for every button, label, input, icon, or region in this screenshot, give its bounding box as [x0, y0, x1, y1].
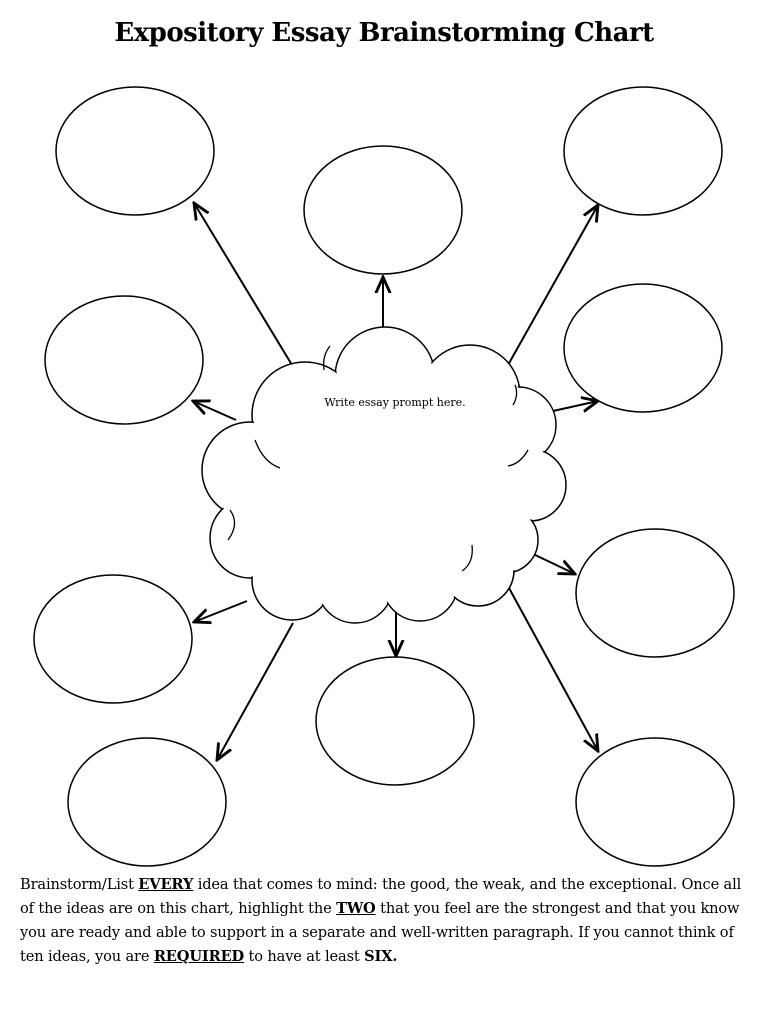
page-title: Expository Essay Brainstorming Chart — [114, 18, 654, 48]
idea-bubble-5[interactable] — [563, 283, 723, 413]
arrow-to-bubble-7 — [194, 600, 248, 622]
idea-bubble-2[interactable] — [303, 145, 463, 275]
idea-bubble-1[interactable] — [55, 86, 215, 216]
instructions-text-4: to have at least — [244, 948, 365, 965]
essay-prompt-placeholder[interactable]: Write essay prompt here. — [324, 396, 466, 409]
arrow-to-bubble-6 — [530, 552, 575, 574]
instructions-emphasis-two: TWO — [336, 900, 376, 917]
instructions-paragraph: Brainstorm/List EVERY idea that comes to… — [20, 873, 750, 969]
arrow-to-bubble-10 — [508, 587, 598, 751]
idea-bubble-8[interactable] — [315, 656, 475, 786]
arrows — [193, 203, 598, 760]
instructions-emphasis-six: SIX. — [364, 948, 398, 965]
idea-bubble-6[interactable] — [575, 528, 735, 658]
idea-bubbles — [33, 86, 735, 867]
arrow-to-bubble-1 — [194, 203, 293, 366]
instructions-text-1: Brainstorm/List — [20, 876, 139, 893]
instructions-text-2: idea that comes to mind: the good, the w… — [20, 876, 742, 917]
arrow-to-bubble-5 — [552, 401, 598, 411]
instructions-text-3: that you feel are the strongest and that… — [20, 900, 740, 965]
idea-bubble-7[interactable] — [33, 574, 193, 704]
idea-bubble-4[interactable] — [44, 295, 204, 425]
idea-bubble-10[interactable] — [575, 737, 735, 867]
arrow-to-bubble-9 — [217, 622, 294, 760]
instructions-emphasis-every: EVERY — [138, 876, 194, 893]
prompt-cloud[interactable] — [201, 326, 567, 624]
instructions-emphasis-required: REQUIRED — [153, 948, 245, 965]
arrow-to-bubble-3 — [507, 205, 598, 366]
idea-bubble-9[interactable] — [67, 737, 227, 867]
arrow-to-bubble-4 — [193, 401, 237, 421]
idea-bubble-3[interactable] — [563, 86, 723, 216]
